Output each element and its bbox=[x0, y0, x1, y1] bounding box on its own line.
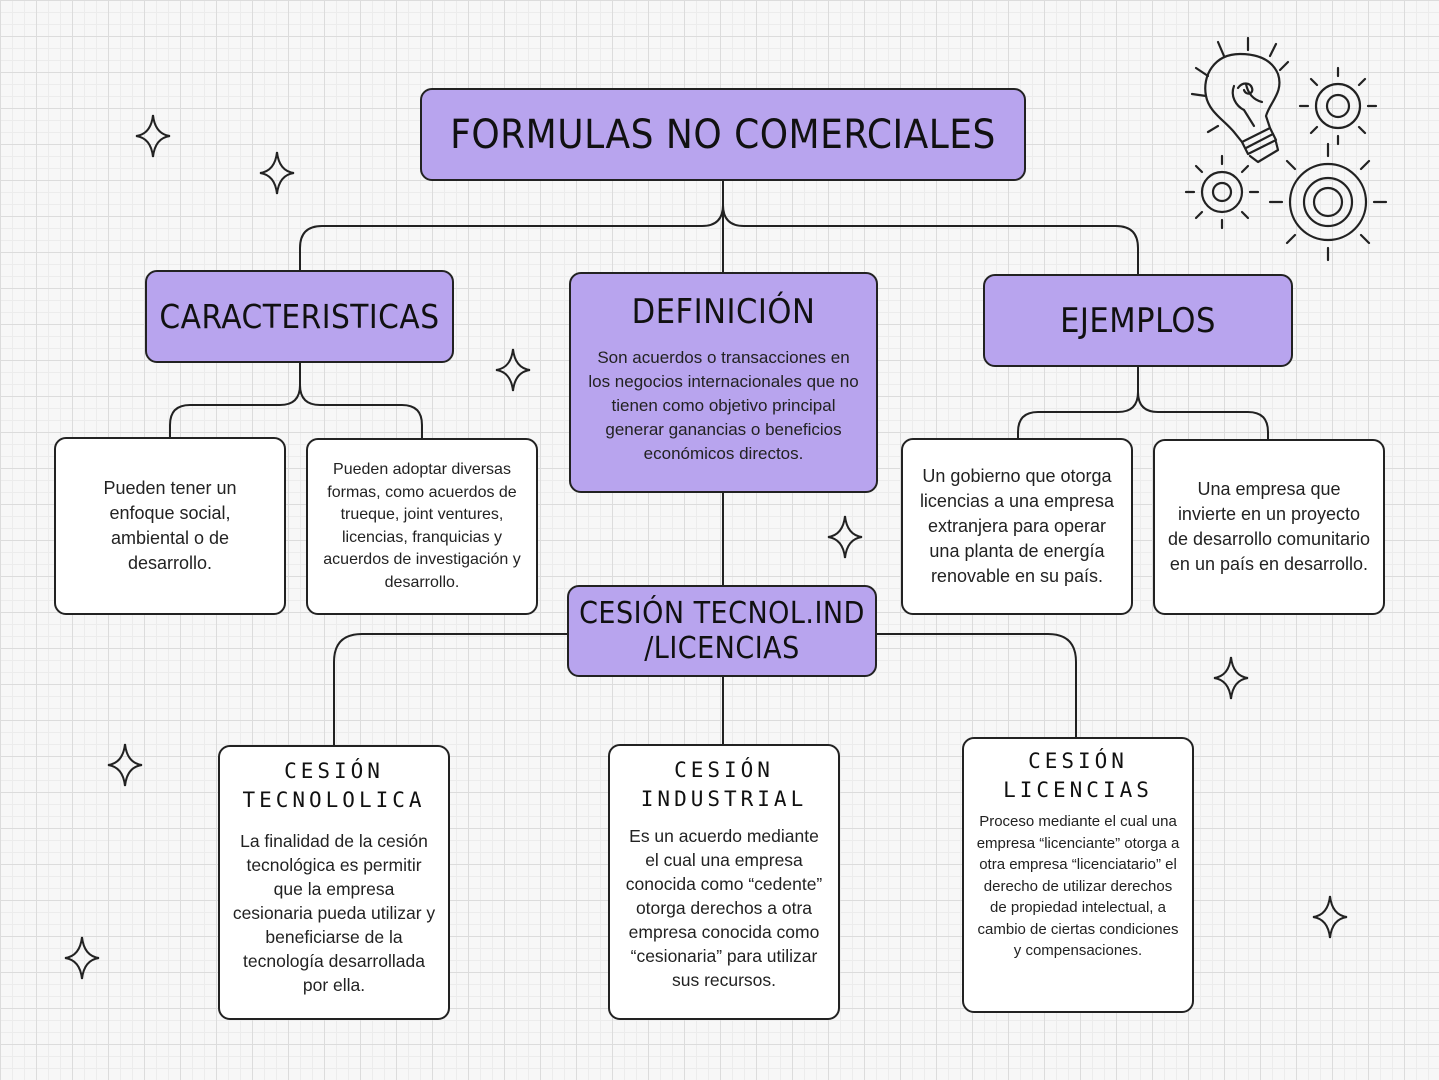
cesion-licencias-text: Proceso mediante el cual una empresa “li… bbox=[976, 813, 1180, 959]
cesion-tecnologica-title-2: TECNOLOLICA bbox=[242, 788, 426, 812]
caracteristicas-box: CARACTERISTICAS bbox=[145, 270, 454, 363]
cesion-licencias-title-2: LICENCIAS bbox=[1003, 778, 1153, 802]
ejemplos-heading: EJEMPLOS bbox=[1060, 300, 1216, 341]
cesion-tecnologica-card: CESIÓN TECNOLOLICA La finalidad de la ce… bbox=[218, 745, 450, 1020]
ejemplo-card-1: Un gobierno que otorga licencias a una e… bbox=[901, 438, 1133, 615]
caracteristicas-heading: CARACTERISTICAS bbox=[159, 297, 440, 336]
sparkle-star-icon bbox=[259, 151, 295, 195]
cesion-licencias-card: CESIÓN LICENCIAS Proceso mediante el cua… bbox=[962, 737, 1194, 1013]
sparkle-star-icon bbox=[827, 515, 863, 559]
main-title: FORMULAS NO COMERCIALES bbox=[450, 111, 996, 158]
definicion-heading: DEFINICIÓN bbox=[631, 292, 816, 332]
ejemplo-card-2: Una empresa que invierte en un proyecto … bbox=[1153, 439, 1385, 615]
cesion-heading-line1: CESIÓN TECNOL.IND bbox=[579, 596, 865, 631]
ejemplo-text-1: Un gobierno que otorga licencias a una e… bbox=[919, 466, 1115, 586]
ejemplo-text-2: Una empresa que invierte en un proyecto … bbox=[1167, 479, 1371, 574]
cesion-heading-line2: /LICENCIAS bbox=[644, 631, 800, 666]
main-title-box: FORMULAS NO COMERCIALES bbox=[420, 88, 1026, 181]
cesion-licencias-title-1: CESIÓN bbox=[1028, 749, 1128, 773]
cesion-tecnologica-title-1: CESIÓN bbox=[284, 759, 384, 783]
ejemplos-box: EJEMPLOS bbox=[983, 274, 1293, 367]
sparkle-star-icon bbox=[495, 348, 531, 392]
sparkle-star-icon bbox=[64, 936, 100, 980]
sparkle-star-icon bbox=[107, 743, 143, 787]
definicion-box: DEFINICIÓN Son acuerdos o transacciones … bbox=[569, 272, 878, 493]
cesion-industrial-card: CESIÓN INDUSTRIAL Es un acuerdo mediante… bbox=[608, 744, 840, 1020]
cesion-industrial-title-2: INDUSTRIAL bbox=[640, 787, 808, 811]
cesion-box: CESIÓN TECNOL.IND /LICENCIAS bbox=[567, 585, 877, 677]
definicion-text: Son acuerdos o transacciones en los nego… bbox=[588, 348, 859, 463]
cesion-tecnologica-text: La finalidad de la cesión tecnológica es… bbox=[232, 831, 436, 995]
caracteristica-text-1: Pueden tener un enfoque social, ambienta… bbox=[103, 478, 237, 573]
sparkle-star-icon bbox=[1312, 895, 1348, 939]
sparkle-star-icon bbox=[1213, 656, 1249, 700]
cesion-industrial-text: Es un acuerdo mediante el cual una empre… bbox=[625, 826, 823, 990]
caracteristica-text-2: Pueden adoptar diversas formas, como acu… bbox=[323, 461, 521, 591]
caracteristica-card-1: Pueden tener un enfoque social, ambienta… bbox=[54, 437, 286, 615]
sparkle-star-icon bbox=[135, 114, 171, 158]
caracteristica-card-2: Pueden adoptar diversas formas, como acu… bbox=[306, 438, 538, 615]
cesion-industrial-title-1: CESIÓN bbox=[674, 758, 774, 782]
lightbulb-gears-icon bbox=[1184, 36, 1388, 262]
